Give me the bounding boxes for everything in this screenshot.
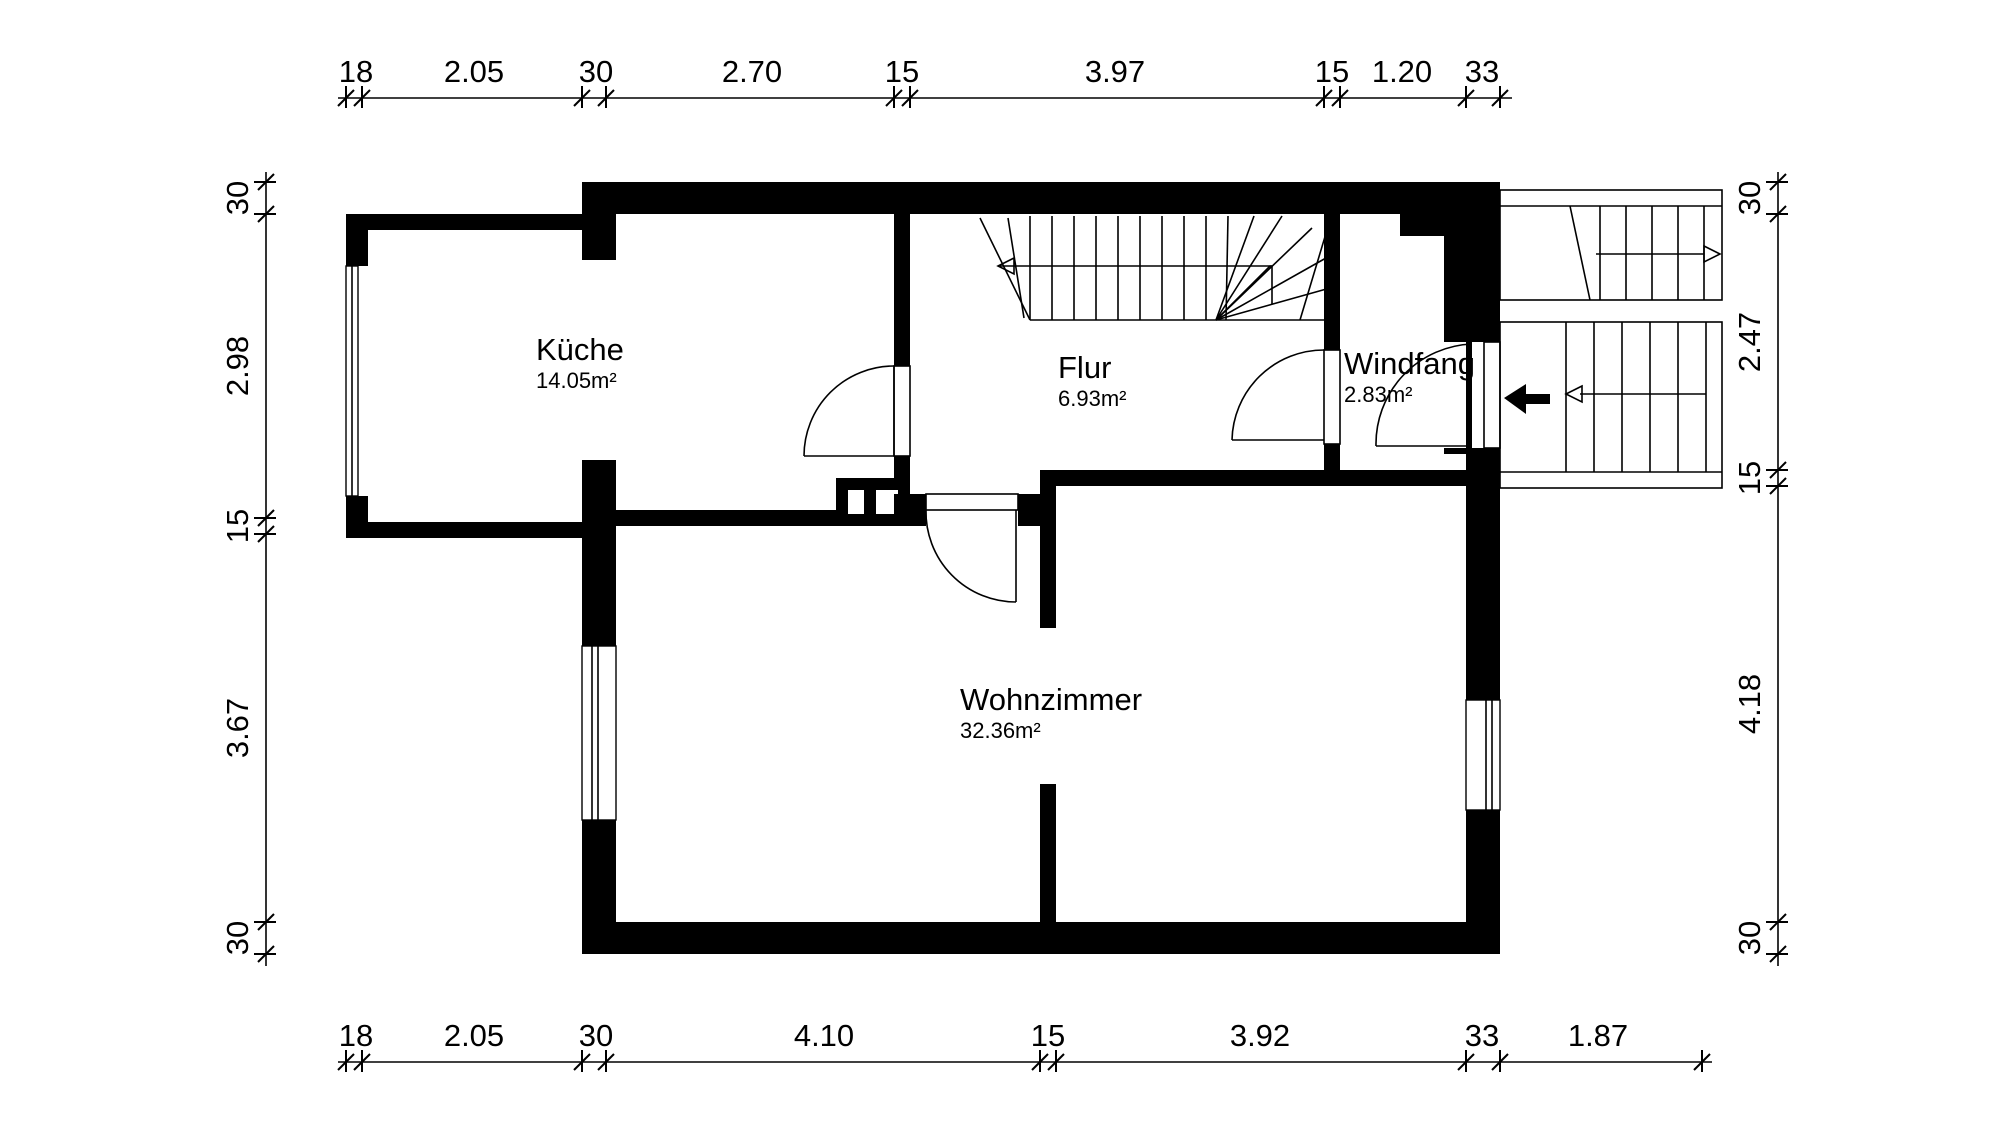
room-area-wohnzimmer: 32.36m²: [960, 718, 1041, 743]
room-name-kueche: Küche: [536, 332, 624, 367]
dim-bottom-7: 33: [1465, 1018, 1499, 1053]
dim-bottom-4: 4.10: [794, 1018, 854, 1053]
dim-bottom-6: 3.92: [1230, 1018, 1290, 1053]
windfang-inner-door: [1231, 349, 1341, 445]
dim-left-2: 2.98: [220, 336, 255, 396]
dim-top-5: 15: [885, 54, 919, 89]
dimension-line-left: 30 2.98 15 3.67 30: [220, 172, 276, 966]
room-area-flur: 6.93m²: [1058, 386, 1126, 411]
dim-bottom-3: 30: [579, 1018, 613, 1053]
room-area-windfang: 2.83m²: [1344, 382, 1412, 407]
room-name-flur: Flur: [1058, 350, 1111, 385]
kitchen-door: [803, 365, 911, 457]
dim-top-3: 30: [579, 54, 613, 89]
dim-top-7: 15: [1315, 54, 1349, 89]
dim-top-6: 3.97: [1085, 54, 1145, 89]
dim-right-1: 30: [1732, 181, 1767, 215]
dim-left-1: 30: [220, 181, 255, 215]
room-area-kueche: 14.05m²: [536, 368, 617, 393]
dim-right-4: 4.18: [1732, 674, 1767, 734]
dim-bottom-5: 15: [1031, 1018, 1065, 1053]
dim-top-9: 33: [1465, 54, 1499, 89]
dim-right-3: 15: [1732, 461, 1767, 495]
dim-top-4: 2.70: [722, 54, 782, 89]
dim-bottom-1: 18: [339, 1018, 373, 1053]
dim-bottom-8: 1.87: [1568, 1018, 1628, 1053]
entrance-arrow-icon: [1504, 384, 1550, 414]
dim-bottom-2: 2.05: [444, 1018, 504, 1053]
dim-top-8: 1.20: [1372, 54, 1432, 89]
walls: [346, 182, 1500, 954]
kitchen-window: [345, 265, 359, 497]
room-name-wohnzimmer: Wohnzimmer: [960, 682, 1142, 717]
living-room-window-left: [581, 645, 617, 821]
dim-left-3: 15: [220, 509, 255, 543]
dim-left-5: 30: [220, 921, 255, 955]
interior-staircase: [979, 215, 1331, 321]
dimension-line-bottom: 18 2.05 30 4.10 15 3.92 33 1.87: [337, 1018, 1712, 1072]
dim-top-1: 18: [339, 54, 373, 89]
dim-top-2: 2.05: [444, 54, 504, 89]
entrance-door: [1375, 341, 1501, 449]
dimension-line-right: 30 2.47 15 4.18 30: [1732, 172, 1788, 966]
dim-left-4: 3.67: [220, 698, 255, 758]
room-name-windfang: Windfang: [1344, 346, 1475, 381]
living-room-window-right: [1465, 699, 1501, 811]
dim-right-2: 2.47: [1732, 312, 1767, 372]
outdoor-stairs: [1499, 189, 1723, 489]
dim-right-5: 30: [1732, 921, 1767, 955]
living-room-door: [925, 493, 1019, 603]
dimension-line-top: 18 2.05 30 2.70 15 3.97 15 1.20 33: [337, 54, 1512, 108]
